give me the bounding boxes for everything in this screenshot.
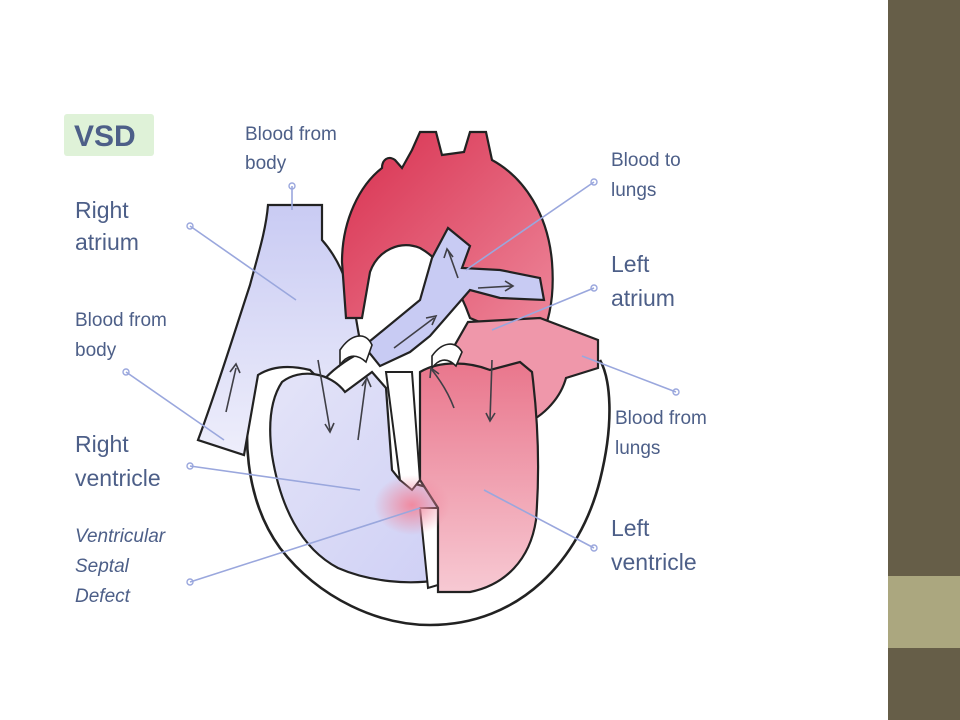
svg-text:Left: Left xyxy=(611,515,650,541)
svg-text:body: body xyxy=(245,153,287,174)
svg-text:Ventricular: Ventricular xyxy=(75,526,166,547)
label-right-atrium: Right atrium xyxy=(75,197,139,255)
svg-text:Blood to: Blood to xyxy=(611,150,681,171)
slide-sidebar-accent xyxy=(888,576,960,648)
svg-text:Right: Right xyxy=(75,197,129,223)
label-blood-to-lungs: Blood to lungs xyxy=(611,150,681,201)
label-left-ventricle: Left ventricle xyxy=(611,515,697,575)
svg-text:Defect: Defect xyxy=(75,586,131,607)
label-blood-from-lungs: Blood from lungs xyxy=(615,408,707,459)
vsd-heart-diagram: VSD xyxy=(64,114,707,627)
svg-text:lungs: lungs xyxy=(615,438,660,459)
title-badge: VSD xyxy=(64,114,154,156)
flow-arrows xyxy=(225,247,515,441)
svg-text:body: body xyxy=(75,340,117,361)
vsd-hole xyxy=(374,475,450,535)
mitral-valve xyxy=(431,343,463,371)
pulmonary-artery xyxy=(362,226,546,368)
label-ventricular-septal-defect: Ventricular Septal Defect xyxy=(75,526,166,607)
label-right-ventricle: Right ventricle xyxy=(75,431,161,491)
leader-lines xyxy=(122,178,680,586)
slide: VSD xyxy=(64,114,707,627)
svg-text:Left: Left xyxy=(611,251,650,277)
tricuspid-valve xyxy=(339,335,373,368)
svg-text:atrium: atrium xyxy=(75,229,139,255)
svg-text:ventricle: ventricle xyxy=(611,549,697,575)
svg-text:Blood from: Blood from xyxy=(615,408,707,429)
label-blood-from-body-left: Blood from body xyxy=(75,310,167,361)
label-blood-from-body-top: Blood from body xyxy=(245,124,337,174)
svg-text:Septal: Septal xyxy=(75,556,130,577)
svg-text:Blood from: Blood from xyxy=(75,310,167,331)
left-ventricle-shape xyxy=(418,360,540,594)
svg-text:ventricle: ventricle xyxy=(75,465,161,491)
label-left-atrium: Left atrium xyxy=(611,251,675,311)
svg-text:Blood from: Blood from xyxy=(245,124,337,145)
svg-text:atrium: atrium xyxy=(611,285,675,311)
svg-text:lungs: lungs xyxy=(611,180,656,201)
svg-text:Right: Right xyxy=(75,431,129,457)
title-label: VSD xyxy=(74,120,136,153)
